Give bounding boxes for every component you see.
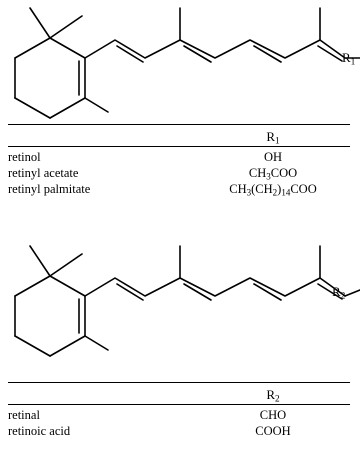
- ring-methyl: [84, 335, 109, 351]
- r1-table-rows: retinol OH retinyl acetate CH3COO retiny…: [8, 150, 350, 198]
- compound-name: retinoic acid: [8, 424, 71, 438]
- r2-table-rows: retinal CHO retinoic acid COOH: [8, 408, 350, 440]
- gem-dimethyl: [29, 245, 83, 277]
- table-row: retinyl acetate CH3COO: [8, 166, 350, 182]
- table-top-rule: [8, 382, 350, 383]
- r1-group: CH3COO: [248, 166, 298, 182]
- r1-letter: R: [342, 50, 351, 65]
- r1-group: CH3(CH2)14COO: [229, 182, 317, 198]
- r2-label: R2: [332, 284, 346, 302]
- r1-column-header: R1: [183, 129, 360, 147]
- r2-letter: R: [332, 284, 341, 299]
- table-row: retinyl palmitate CH3(CH2)14COO: [8, 182, 350, 198]
- table-header-rule: [8, 146, 350, 147]
- r2-group: CHO: [259, 408, 287, 422]
- table-row: retinal CHO: [8, 408, 350, 424]
- header-index: 2: [275, 394, 280, 405]
- r2-column-header: R2: [183, 387, 360, 405]
- table-row: retinoic acid COOH: [8, 424, 350, 440]
- header-letter: R: [266, 387, 275, 402]
- header-index: 1: [275, 136, 280, 147]
- retinol-structure: [14, 7, 360, 119]
- r1-label: R1: [342, 50, 356, 68]
- polyene-chain: [84, 277, 360, 301]
- table-top-rule: [8, 124, 350, 125]
- table-header-rule: [8, 404, 350, 405]
- header-letter: R: [266, 129, 275, 144]
- cyclohexene-ring: [14, 275, 86, 357]
- cyclohexene-ring: [14, 37, 86, 119]
- compound-name: retinyl palmitate: [8, 182, 91, 196]
- r1-group: OH: [263, 150, 283, 164]
- polyene-chain: [84, 39, 360, 63]
- compound-name: retinol: [8, 150, 41, 164]
- gem-dimethyl: [29, 7, 83, 39]
- compound-name: retinyl acetate: [8, 166, 79, 180]
- r2-group: COOH: [255, 424, 291, 438]
- ring-methyl: [84, 97, 109, 113]
- compound-name: retinal: [8, 408, 40, 422]
- r1-index: 1: [350, 57, 356, 68]
- r2-index: 2: [340, 291, 346, 302]
- table-row: retinol OH: [8, 150, 350, 166]
- retinal-structure: [14, 245, 360, 357]
